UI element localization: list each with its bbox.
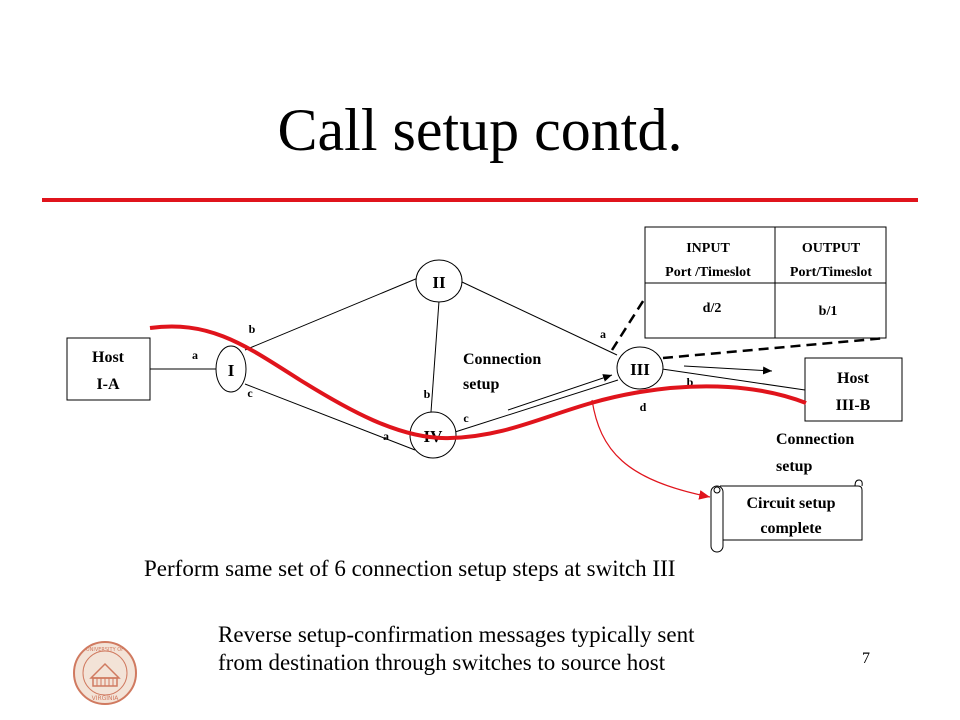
link-i-to-iv (244, 383, 416, 451)
switch-ii (415, 259, 463, 303)
page-number: 7 (862, 650, 870, 667)
switch-iii-label: III (630, 360, 650, 379)
switch-ii-label: II (432, 273, 446, 292)
port-label: a (600, 327, 606, 341)
table-pointer-dashed-1 (610, 297, 647, 351)
table-pointer-dashed-2 (662, 336, 887, 360)
host-iiib-label-line1: Host (837, 370, 870, 387)
circuit-setup-scroll (710, 479, 863, 553)
logo-bottom-text: VIRGINIA (92, 695, 120, 702)
connection-setup-label-1-line2: setup (463, 376, 500, 393)
link-ii-to-iv (430, 300, 440, 413)
connection-setup-arrow (507, 374, 613, 411)
circuit-path (149, 324, 807, 441)
table-output-header-line2: Port/Timeslot (790, 265, 873, 280)
link-ii-to-iii (461, 281, 618, 356)
scroll-text-line1: Circuit setup (746, 495, 835, 512)
port-label: b (424, 387, 431, 401)
switch-i-label: I (228, 361, 235, 380)
host-ia-box (66, 337, 151, 401)
switch-iii (616, 346, 664, 390)
table-output-value: b/1 (819, 304, 838, 319)
scroll-text-line2: complete (760, 520, 821, 537)
table-input-header-line2: Port /Timeslot (665, 265, 751, 280)
host-iiib-box (804, 357, 903, 422)
link-iv-to-iii (454, 379, 619, 433)
table-output-header-line1: OUTPUT (802, 241, 861, 256)
table-input-value: d/2 (703, 301, 722, 316)
university-logo: UNIVERSITY OF VIRGINIA (73, 641, 137, 705)
reverse-caption-line1: Reverse setup-confirmation messages typi… (218, 622, 695, 647)
host-ia-label-line2: I-A (96, 376, 120, 393)
host-iiib-label-line2: III-B (836, 397, 871, 414)
port-label: c (247, 386, 253, 400)
reverse-caption-line2: from destination through switches to sou… (218, 650, 666, 675)
port-label: a (383, 429, 389, 443)
confirmation-arrow (591, 399, 711, 500)
link-i-to-ii (244, 277, 419, 351)
table-input-header-line1: INPUT (686, 241, 730, 256)
port-label: b (249, 322, 256, 336)
forward-arrow (683, 365, 773, 375)
connection-setup-label-2-line1: Connection (776, 431, 854, 448)
port-label: b (687, 375, 694, 389)
switch-i (215, 345, 247, 393)
perform-caption: Perform same set of 6 connection setup s… (144, 556, 676, 581)
connection-setup-label-1-line1: Connection (463, 351, 541, 368)
port-label: a (192, 348, 198, 362)
slide-title: Call setup contd. (277, 97, 683, 163)
host-ia-label-line1: Host (92, 349, 125, 366)
port-label: c (463, 411, 469, 425)
connection-setup-label-2-line2: setup (776, 458, 813, 475)
link-iii-to-host-iiib (661, 368, 806, 391)
logo-top-text: UNIVERSITY OF (86, 647, 124, 653)
port-label: d (640, 400, 647, 414)
